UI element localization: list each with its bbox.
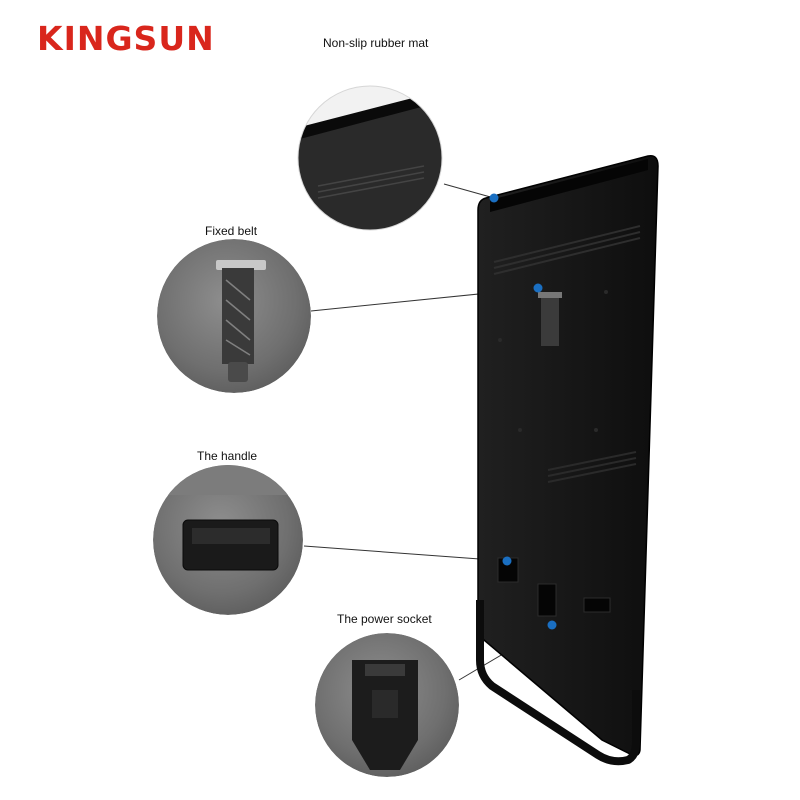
callout-label-handle: The handle [197,449,258,463]
display-panel [477,154,659,757]
callout-label-power-socket: The power socket [337,612,432,626]
callout-label-fixed-belt: Fixed belt [205,224,258,238]
callout-dot-rubber-mat [489,193,499,203]
detail-circle-rubber-mat [298,86,442,230]
callout-dots [489,193,557,630]
leader-line-handle [303,545,508,562]
callout-dot-power-socket [547,620,557,630]
detail-circle-fixed-belt [157,239,311,393]
callout-label-rubber-mat: Non-slip rubber mat [323,36,429,50]
callout-dot-handle [502,556,512,566]
leader-line-rubber-mat [443,183,495,199]
stand-frame [476,600,640,766]
detail-circle-power-socket [315,633,459,777]
callout-dot-fixed-belt [533,283,543,293]
kingsun-logo: KINGSUN [37,19,215,58]
detail-circle-handle [153,465,303,615]
